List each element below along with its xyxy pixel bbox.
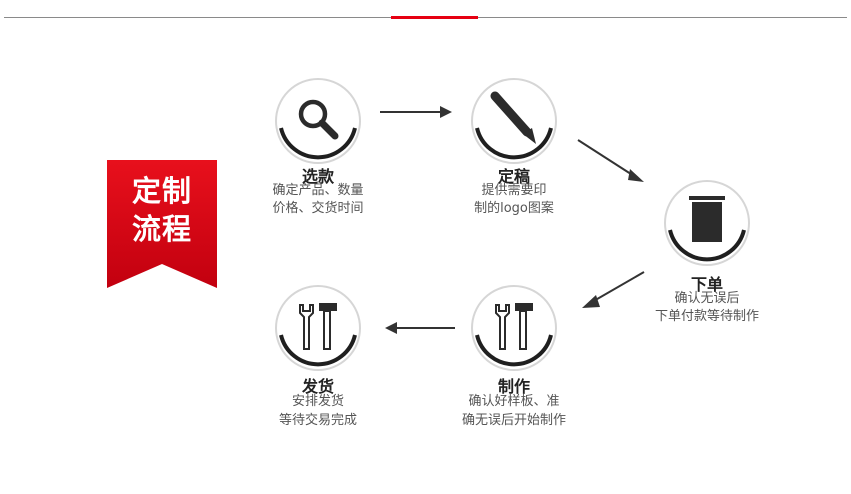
step-select-circle: [273, 76, 363, 166]
arrow-left-icon: [385, 322, 455, 334]
magnifier-icon: [275, 78, 361, 164]
step-produce-desc-2: 确无误后开始制作: [461, 413, 566, 428]
step-draft-circle: [469, 76, 559, 166]
step-draft-desc-2: 制的logo图案: [474, 201, 554, 216]
arrow-right-icon: [380, 106, 452, 118]
tools-icon: [471, 285, 557, 371]
step-order-circle: [662, 178, 752, 268]
tools-icon: [275, 285, 361, 371]
step-produce-title: 制作: [497, 377, 530, 396]
process-banner: 定制 流程: [107, 160, 217, 288]
arrow-down-right-icon: [577, 139, 644, 182]
pen-icon: [471, 78, 557, 164]
step-select-desc-1: 确定产品、数量: [272, 183, 364, 198]
ribbon-shape: [107, 160, 217, 288]
step-order-desc-2: 下单付款等待制作: [654, 309, 759, 324]
banner-line-1: 定制: [131, 174, 192, 208]
step-produce-circle: [469, 283, 559, 373]
step-order-desc-1: 确认无误后: [674, 291, 740, 306]
top-accent-bar: [391, 16, 478, 19]
step-ship-desc-1: 安排发货: [291, 394, 344, 409]
step-ship-circle: [273, 283, 363, 373]
arrow-down-left-icon: [582, 271, 645, 308]
step-draft-title: 定稿: [497, 167, 530, 186]
step-ship-title: 发货: [301, 377, 334, 396]
step-draft-desc-1: 提供需要印: [481, 183, 547, 198]
step-ship-desc-2: 等待交易完成: [278, 413, 357, 428]
step-select-title: 选款: [301, 167, 334, 186]
bag-icon: [664, 180, 750, 266]
step-produce-desc-1: 确认好样板、准: [468, 394, 560, 409]
step-select-desc-2: 价格、交货时间: [272, 201, 364, 216]
banner-line-2: 流程: [131, 212, 192, 246]
step-order-title: 下单: [690, 275, 723, 294]
